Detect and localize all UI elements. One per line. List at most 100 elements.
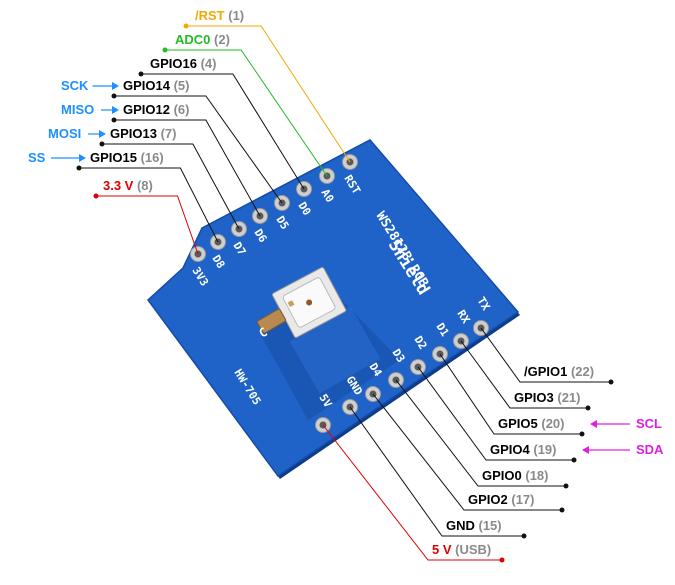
pin-number: (7) (161, 126, 177, 141)
leader-gpio4 (417, 366, 574, 461)
pin-label-adc0: ADC0 (2) (175, 32, 230, 47)
silk-left-d7: D7 (230, 240, 248, 258)
leader-dot (111, 117, 117, 123)
pin-number: (20) (541, 416, 564, 431)
leader-dot (93, 193, 99, 199)
pin-number: (6) (174, 102, 190, 117)
rgb-led (271, 266, 347, 338)
leader-gnd (349, 406, 524, 537)
leader-dot (563, 483, 569, 489)
silk-left-d0: D0 (295, 200, 313, 218)
leader-dot (579, 431, 585, 437)
arrow-right-icon (99, 130, 106, 138)
pin-label-gnd: GND (15) (446, 518, 502, 533)
pin-number: (16) (141, 150, 164, 165)
silk-right-rx: RX (454, 308, 472, 326)
leader-dot (571, 457, 577, 463)
pin-name: GPIO14 (123, 78, 174, 93)
arrow-right-icon (79, 154, 86, 162)
leader-gpio0 (395, 379, 566, 487)
pin-name: GPIO15 (90, 150, 141, 165)
capacitor (256, 308, 287, 334)
pin-name: 5 V (432, 542, 455, 557)
pin-name: GPIO0 (482, 468, 525, 483)
pin-name: GPIO12 (123, 102, 174, 117)
silk-right-d4: D4 (366, 361, 384, 379)
pin-number: (15) (479, 518, 502, 533)
leader-dot (111, 93, 117, 99)
pin-name: ADC0 (175, 32, 214, 47)
leader-gpio13 (102, 143, 240, 230)
pin-label-gpio14: GPIO14 (5) (123, 78, 189, 93)
leader--rst (186, 25, 351, 163)
leader-dot (521, 533, 527, 539)
silk-left-d8: D8 (209, 253, 227, 271)
silk-right-tx: TX (474, 295, 492, 313)
pin-name: GPIO4 (490, 442, 533, 457)
pin-name: GPIO5 (498, 416, 541, 431)
silk-right-d3: D3 (389, 347, 407, 365)
pin-number: (21) (557, 390, 580, 405)
arrow-left-icon (582, 446, 589, 454)
silk-right-5v: 5V (316, 392, 334, 410)
pin-number: (4) (201, 56, 217, 71)
pin-name: /RST (195, 8, 228, 23)
silk-left-d6: D6 (251, 227, 269, 245)
pin-name: GPIO16 (150, 56, 201, 71)
leader-gpio16 (141, 73, 305, 190)
pin-label--gpio1: /GPIO1 (22) (524, 364, 594, 379)
silk-left-d5: D5 (273, 214, 291, 232)
pin-number: (1) (228, 8, 244, 23)
leader-dot (76, 165, 82, 171)
leader-3-3-v (96, 195, 199, 255)
pin-label-gpio13: GPIO13 (7) (110, 126, 176, 141)
pin-label-gpio0: GPIO0 (18) (482, 468, 548, 483)
pin-name: GPIO2 (468, 492, 511, 507)
pin-label-gpio12: GPIO12 (6) (123, 102, 189, 117)
alt-function-sck: SCK (61, 78, 89, 93)
shield-board: C WS2812B RGB Shield HW-705 RSTA0D0D5D6D… (146, 139, 520, 479)
leader-gpio5 (439, 353, 582, 435)
pin-number: (19) (533, 442, 556, 457)
leader-dot (608, 379, 614, 385)
arrow-right-icon (112, 106, 119, 114)
ground-pad-grid (289, 306, 381, 394)
leader-adc0 (165, 49, 328, 177)
leader-5-v (322, 424, 502, 561)
pin-number: (18) (525, 468, 548, 483)
pin-number: (5) (174, 78, 190, 93)
arrow-right-icon (112, 82, 119, 90)
pin-label-gpio3: GPIO3 (21) (514, 390, 580, 405)
pin-label-gpio15: GPIO15 (16) (90, 150, 164, 165)
leader-dot (162, 47, 168, 53)
pin-number: (2) (214, 32, 230, 47)
pin-name: GPIO3 (514, 390, 557, 405)
pin-label-gpio16: GPIO16 (4) (150, 56, 216, 71)
alt-function-ss: SS (28, 150, 46, 165)
pin-number: (USB) (455, 542, 491, 557)
pin-label--rst: /RST (1) (195, 8, 244, 23)
leader-gpio3 (460, 340, 588, 409)
pin-name: GPIO13 (110, 126, 161, 141)
pin-number: (8) (137, 178, 153, 193)
alt-function-sda: SDA (636, 442, 664, 457)
alt-function-scl: SCL (636, 416, 662, 431)
leader-gpio15 (79, 167, 219, 243)
leader-gpio12 (114, 119, 261, 217)
leader-gpio14 (114, 95, 283, 204)
pin-label-gpio2: GPIO2 (17) (468, 492, 534, 507)
alt-function-miso: MISO (61, 102, 94, 117)
leader-dot (99, 141, 105, 147)
pin-number: (17) (511, 492, 534, 507)
leader-gpio2 (372, 393, 562, 511)
pin-name: /GPIO1 (524, 364, 571, 379)
leader-dot (559, 507, 565, 513)
pin-label-gpio4: GPIO4 (19) (490, 442, 556, 457)
pin-label-3-3-v: 3.3 V (8) (103, 178, 153, 193)
silk-right-d1: D1 (433, 321, 451, 339)
leader-dot (585, 405, 591, 411)
silk-right-d2: D2 (411, 334, 429, 352)
pin-number: (22) (571, 364, 594, 379)
